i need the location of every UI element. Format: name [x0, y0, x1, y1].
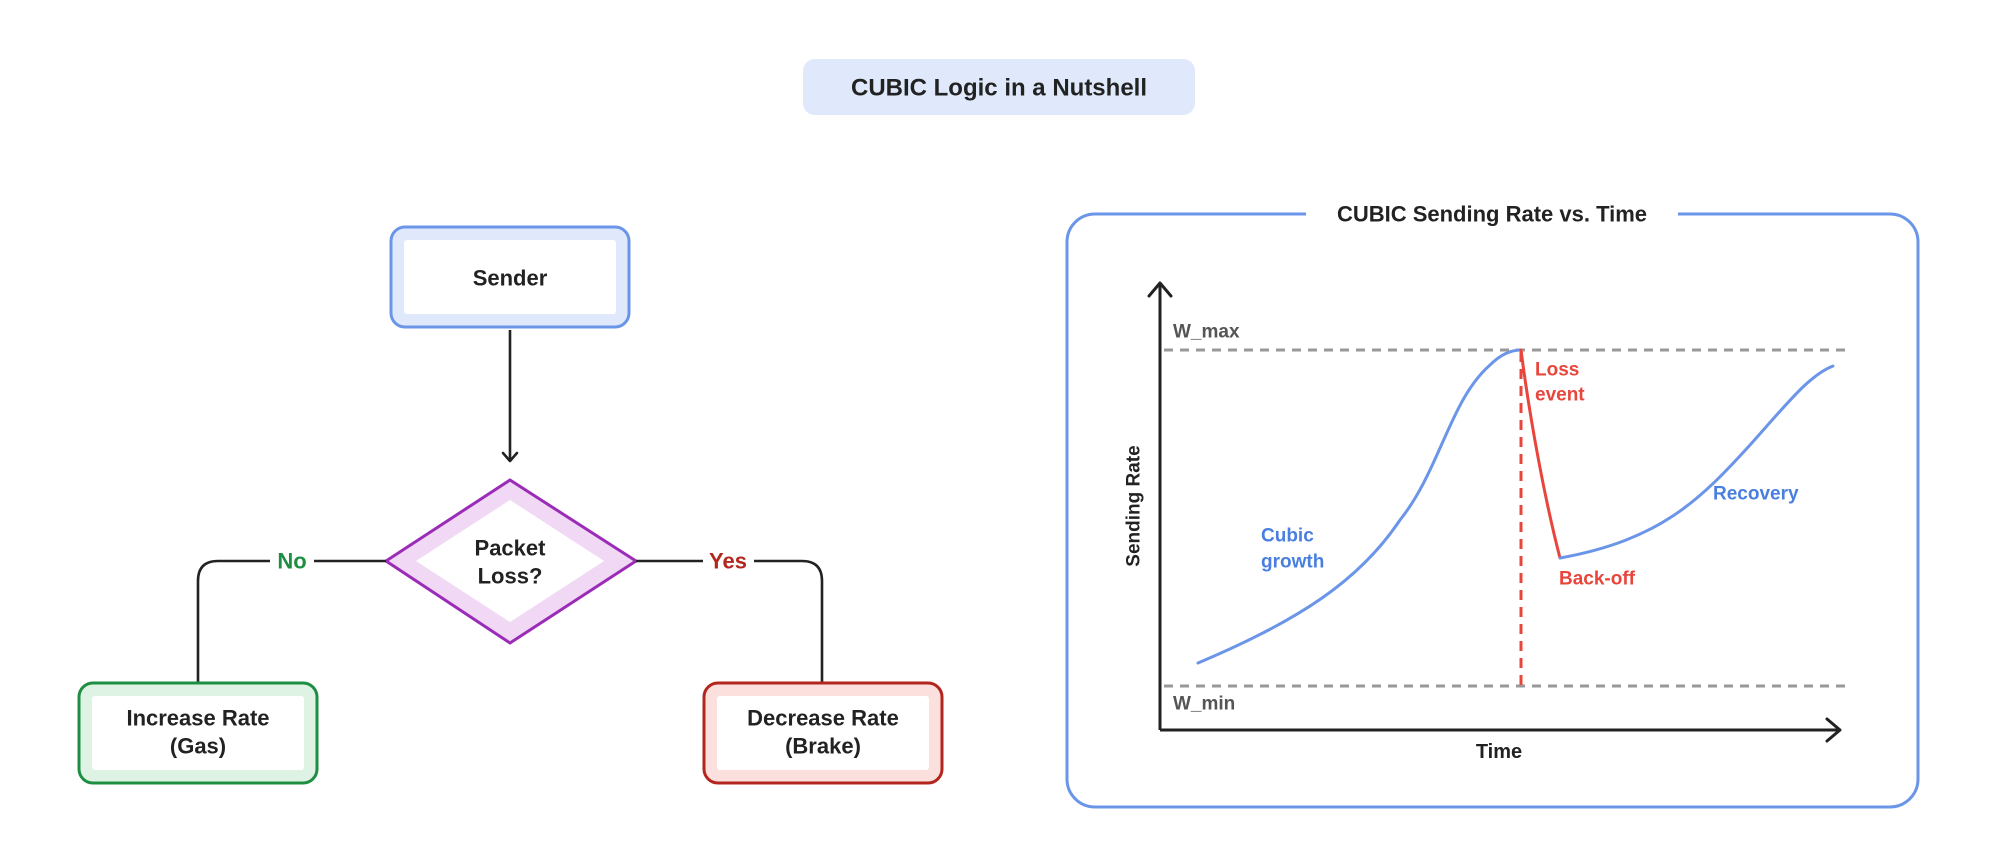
decision-label-line2: Loss?: [478, 564, 543, 589]
increase-rate-node: Increase Rate (Gas): [77, 681, 319, 785]
decision-label-line1: Packet: [475, 536, 547, 561]
flowchart: Sender Packet Loss? No Yes Increase Rat: [77, 225, 944, 785]
recovery-label: Recovery: [1713, 484, 1799, 505]
sender-label: Sender: [473, 266, 548, 291]
yes-connector-right: [754, 559, 824, 683]
main-title-text: CUBIC Logic in a Nutshell: [851, 75, 1147, 102]
increase-rate-box-inner: [92, 696, 304, 770]
sender-box-inner: [404, 240, 616, 314]
no-label: No: [277, 549, 306, 574]
cubic-growth-curve: [1196, 348, 1523, 665]
y-axis-label: Sending Rate: [1124, 445, 1145, 566]
w-max-label: W_max: [1173, 322, 1240, 343]
decision-node: Packet Loss?: [383, 478, 639, 645]
no-connector-left: [196, 559, 270, 683]
main-title-background: [803, 59, 1195, 115]
graph-title: CUBIC Sending Rate vs. Time: [1337, 202, 1647, 227]
main-title: CUBIC Logic in a Nutshell: [803, 59, 1195, 115]
yes-branch: Yes: [636, 549, 824, 683]
increase-rate-label-line2: (Gas): [170, 734, 226, 759]
recovery-curve: [1558, 364, 1835, 560]
loss-event-label-line1: Loss: [1535, 360, 1579, 381]
sender-node: Sender: [389, 225, 631, 329]
increase-rate-label-line1: Increase Rate: [126, 706, 269, 731]
x-axis-arrowhead: [1825, 717, 1842, 743]
graph-frame: [1065, 212, 1920, 809]
graph-title-gap: [1306, 196, 1678, 232]
decrease-rate-label-line2: (Brake): [785, 734, 861, 759]
x-axis-label: Time: [1476, 741, 1522, 763]
back-off-label: Back-off: [1559, 569, 1636, 590]
decrease-rate-box-inner: [717, 696, 929, 770]
w-min-label: W_min: [1173, 694, 1235, 715]
cubic-growth-label-line2: growth: [1261, 552, 1324, 573]
cubic-growth-label-line1: Cubic: [1261, 526, 1314, 547]
yes-label: Yes: [709, 549, 747, 574]
decision-diamond-inner: [416, 500, 604, 622]
loss-event-label-line2: event: [1535, 385, 1585, 406]
graph-panel: CUBIC Sending Rate vs. Time Sending Rate…: [1065, 196, 1920, 809]
decrease-rate-node: Decrease Rate (Brake): [702, 681, 944, 785]
y-axis-arrowhead: [1147, 281, 1173, 298]
back-off-curve: [1519, 348, 1562, 560]
decrease-rate-label-line1: Decrease Rate: [747, 706, 899, 731]
no-branch: No: [196, 549, 386, 683]
